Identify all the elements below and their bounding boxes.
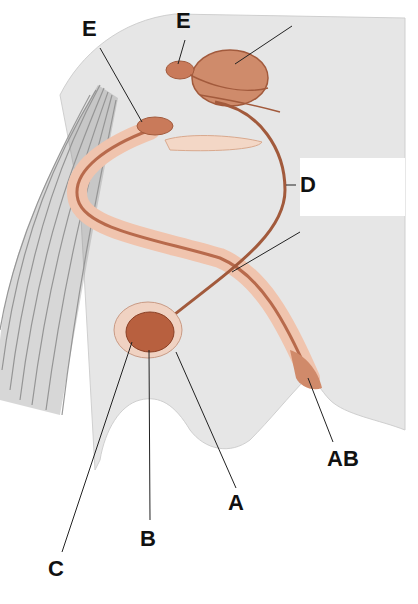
gland	[137, 117, 173, 135]
bladder	[192, 50, 268, 106]
testis	[126, 312, 174, 352]
scrotum	[114, 302, 182, 358]
sheath	[290, 350, 322, 389]
vesicle	[166, 61, 194, 79]
part-letter: A	[228, 492, 244, 514]
tail-mass	[0, 85, 118, 415]
part-letter: AB	[327, 448, 359, 470]
blank-box	[300, 158, 405, 216]
part-letter: C	[48, 558, 64, 580]
vas-deferens	[170, 102, 285, 318]
urethra	[77, 130, 310, 378]
part-letter: B	[140, 528, 156, 550]
leader-lines	[62, 26, 333, 552]
penis-outer	[77, 130, 310, 378]
pelvic-bone	[165, 136, 262, 151]
part-letter: E	[82, 18, 97, 40]
part-letter: D	[300, 174, 316, 196]
part-letter: E	[176, 10, 191, 32]
